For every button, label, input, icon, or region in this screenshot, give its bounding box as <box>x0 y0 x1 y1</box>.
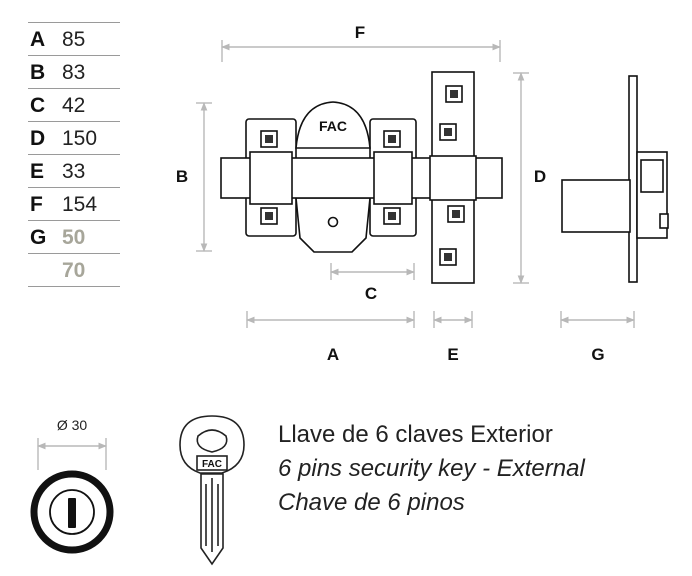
dimension-letter: C <box>30 94 46 117</box>
dimension-letter: A <box>30 28 46 51</box>
screw-hole-fills <box>265 90 460 261</box>
key-captions: Llave de 6 claves Exterior 6 pins securi… <box>278 418 678 520</box>
dimension-row: C 42 <box>28 89 120 122</box>
dimension-row: B 83 <box>28 56 120 89</box>
label-F: F <box>355 23 365 42</box>
dimension-value: 33 <box>62 160 86 183</box>
key-head-mark: FAC <box>202 459 222 470</box>
lock-side-view <box>561 75 669 283</box>
dimension-lines <box>37 40 635 470</box>
label-G: G <box>591 345 604 364</box>
dimension-value: 150 <box>62 127 98 150</box>
label-A: A <box>327 345 339 364</box>
dimension-row: G 50 <box>28 221 120 254</box>
cylinder-diameter-label: Ø 30 <box>57 417 88 433</box>
label-B: B <box>176 167 188 186</box>
lock-front-view <box>220 71 503 284</box>
dimension-value: 85 <box>62 28 86 51</box>
brand-mark: FAC <box>319 118 347 134</box>
dimension-value: 154 <box>62 193 98 216</box>
dimension-row: 70 <box>28 254 120 287</box>
dimension-value: 42 <box>62 94 86 117</box>
caption-english: 6 pins security key - External <box>278 455 585 482</box>
label-D: D <box>534 167 546 186</box>
caption-spanish: Llave de 6 claves Exterior <box>278 421 553 448</box>
dimension-letter: F <box>30 193 43 216</box>
dimension-letter: G <box>30 226 47 249</box>
label-C: C <box>365 284 377 303</box>
dimension-value: 70 <box>62 259 86 282</box>
label-E: E <box>447 345 458 364</box>
dimension-letter: B <box>30 61 46 84</box>
dimension-row: F 154 <box>28 188 120 221</box>
caption-portuguese: Chave de 6 pinos <box>278 489 465 516</box>
dimension-row: E 33 <box>28 155 120 188</box>
dimension-value: 83 <box>62 61 86 84</box>
dimension-row: A 85 <box>28 22 120 56</box>
cylinder-face <box>30 470 114 554</box>
dimension-row: D 150 <box>28 122 120 155</box>
key-icon <box>179 415 245 566</box>
dimension-value: 50 <box>62 226 86 249</box>
dimension-letter: E <box>30 160 45 183</box>
dimension-letter: D <box>30 127 46 150</box>
